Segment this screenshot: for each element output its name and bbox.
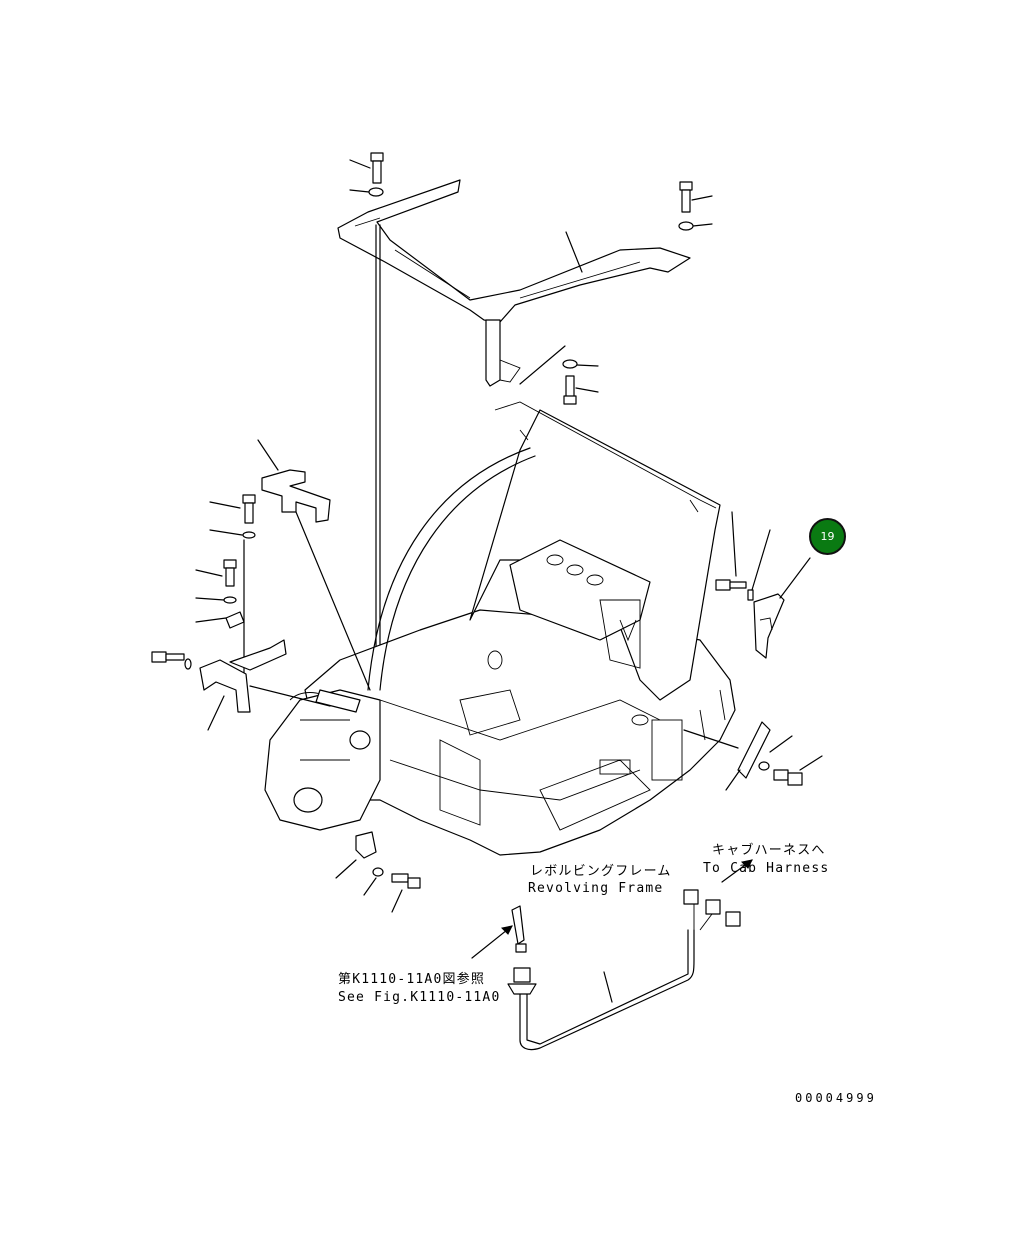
pad-lower-left: [335, 831, 421, 913]
bracket-left-upper: [257, 439, 371, 691]
label-cab-harness-en: To Cab Harness: [703, 861, 830, 876]
revolving-frame: [304, 401, 736, 856]
bracket-left-lower: [151, 639, 331, 731]
drawing-number: 00004999: [795, 1091, 877, 1105]
label-cab-harness-jp: キャブハーネスへ: [712, 843, 826, 858]
bolt-right: [715, 511, 811, 659]
callout-19[interactable]: 19: [809, 518, 846, 555]
cab-harness: [471, 859, 753, 1051]
swing-bracket: [264, 689, 381, 831]
bolt-top-left: [349, 152, 384, 197]
bracket-right-lower: [683, 721, 823, 791]
label-revolving-frame-en: Revolving Frame: [528, 881, 664, 896]
label-revolving-frame-jp: レボルビングフレーム: [530, 864, 672, 879]
bolt-top-right: [678, 181, 713, 231]
upper-bracket: [337, 179, 691, 387]
label-see-fig-jp: 第K1110-11A0図参照: [338, 972, 486, 987]
bolt-middle: [519, 345, 599, 405]
label-see-fig-en: See Fig.K1110-11A0: [338, 990, 501, 1005]
bolt-left-stack: [195, 494, 256, 691]
